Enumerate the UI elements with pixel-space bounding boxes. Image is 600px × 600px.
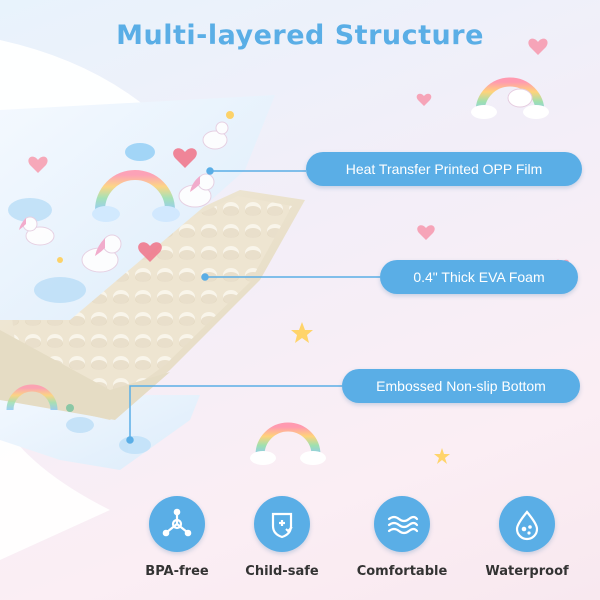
star-decoration-1 — [291, 322, 313, 343]
leader-lines — [126, 167, 380, 444]
foam-layer-edge — [0, 330, 170, 420]
leader-dot-film — [206, 167, 214, 175]
feature-label: Child-safe — [245, 564, 319, 579]
feature-child-safe: Child-safe — [227, 496, 337, 579]
top-film-sheet — [0, 95, 275, 320]
rainbow-decoration-top — [471, 77, 549, 119]
page-title: Multi-layered Structure — [116, 20, 484, 51]
film-print-pattern — [8, 111, 234, 303]
rainbow-decoration-bottom — [250, 422, 326, 465]
star-decoration-2 — [434, 448, 450, 464]
heart-decoration-1 — [528, 38, 548, 55]
feature-comfortable: Comfortable — [347, 496, 457, 579]
molecule-icon — [149, 496, 205, 552]
leader-dot-bottom — [126, 436, 134, 444]
foam-layer-waves — [10, 196, 292, 405]
shield-plus-icon — [254, 496, 310, 552]
feature-waterproof: Waterproof — [472, 496, 582, 579]
leader-line-bottom — [129, 385, 342, 440]
feature-label: Comfortable — [356, 564, 448, 579]
feature-bpa-free: BPA-free — [122, 496, 232, 579]
heart-decoration-3 — [417, 225, 435, 240]
layer-label-film: Heat Transfer Printed OPP Film — [306, 152, 582, 186]
leader-dot-foam — [201, 273, 209, 281]
feature-label: BPA-free — [145, 564, 209, 579]
layer-label-foam: 0.4" Thick EVA Foam — [380, 260, 578, 294]
heart-decoration-2 — [416, 93, 432, 106]
white-swoosh-bottom — [0, 420, 110, 560]
layer-label-bottom: Embossed Non-slip Bottom — [342, 369, 580, 403]
feature-label: Waterproof — [485, 564, 569, 579]
waves-icon — [374, 496, 430, 552]
droplet-icon — [499, 496, 555, 552]
